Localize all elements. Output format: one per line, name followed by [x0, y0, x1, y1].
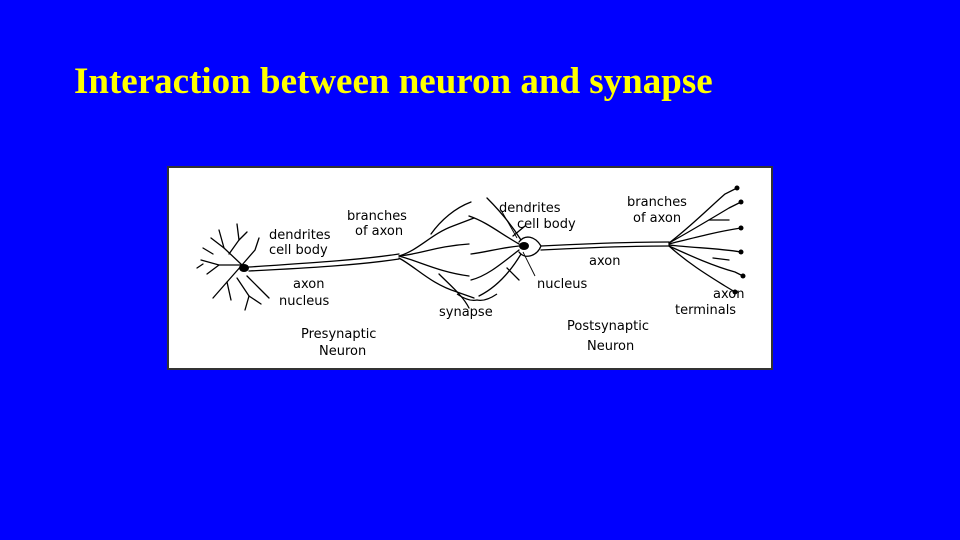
label-axon-terminals-line1: axon — [713, 287, 744, 302]
label-postsynaptic-line1: Postsynaptic — [567, 319, 649, 334]
label-post-of-axon: of axon — [633, 211, 681, 226]
label-presynaptic-line2: Neuron — [319, 344, 366, 359]
postsynaptic-nucleus — [519, 242, 529, 250]
label-pre-cell-body: cell body — [269, 243, 328, 258]
label-pre-of-axon: of axon — [355, 224, 403, 239]
label-post-dendrites: dendrites — [499, 201, 561, 216]
label-presynaptic-line1: Presynaptic — [301, 327, 376, 342]
neuron-diagram-drawing: dendrites cell body axon nucleus branche… — [196, 185, 746, 359]
postsynaptic-axon — [540, 241, 670, 247]
label-postsynaptic-line2: Neuron — [587, 339, 634, 354]
presynaptic-axon-branches — [398, 201, 475, 309]
axon-terminals — [668, 187, 744, 293]
label-post-cell-body: cell body — [517, 217, 576, 232]
presynaptic-nucleus — [239, 264, 249, 272]
neuron-diagram: dendrites cell body axon nucleus branche… — [167, 166, 773, 370]
synapse-bracket — [456, 293, 498, 301]
label-axon-terminals-line2: terminals — [675, 303, 736, 318]
label-pre-branches: branches — [347, 209, 407, 224]
label-post-nucleus: nucleus — [537, 277, 587, 292]
label-post-axon: axon — [589, 254, 620, 269]
presynaptic-axon — [248, 253, 400, 268]
label-pre-dendrites: dendrites — [269, 228, 331, 243]
label-pre-nucleus: nucleus — [279, 294, 329, 309]
label-post-branches: branches — [627, 195, 687, 210]
presynaptic-dendrites — [196, 223, 270, 311]
label-synapse: synapse — [439, 305, 493, 320]
slide-title: Interaction between neuron and synapse — [74, 61, 713, 102]
label-pre-axon: axon — [293, 277, 324, 292]
